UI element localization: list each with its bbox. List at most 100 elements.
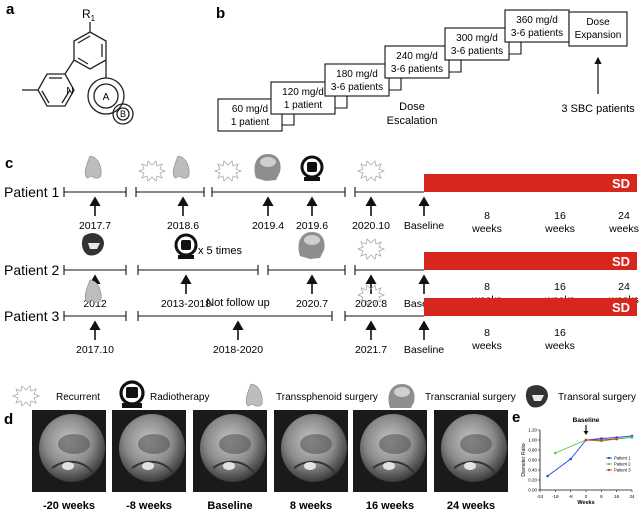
sd-bar-patient-2	[424, 252, 637, 270]
panel-c-label: c	[5, 155, 13, 172]
x-tick-label: -16	[552, 494, 559, 499]
y-axis-label: Diameter Ratio	[521, 443, 527, 477]
legend-radiotherapy: Radiotherapy	[150, 392, 209, 403]
sd-label: SD	[612, 300, 630, 315]
week-number: 16	[554, 210, 566, 222]
week-number: 24	[618, 210, 630, 222]
recurrent-icon	[356, 160, 386, 182]
dose-step-count: 3-6 patients	[511, 28, 563, 39]
week-number: 16	[554, 281, 566, 293]
event-date: 2021.7	[355, 344, 387, 356]
transcranial-surgery-icon	[298, 232, 325, 259]
data-point	[630, 436, 634, 439]
dose-step-count: Expansion	[575, 30, 622, 41]
panel-d-label: d	[4, 411, 13, 428]
baseline-arrowhead	[583, 431, 589, 435]
dose-step-dose: 180 mg/d	[336, 69, 378, 80]
y-tick-label: 0.20	[528, 478, 537, 483]
panel-a-structure: a N R1 A B	[6, 1, 134, 125]
transcranial-surgery-icon	[254, 154, 281, 181]
escalation-label-1: Dose	[399, 101, 425, 113]
dose-step-box	[504, 9, 570, 43]
sd-bar-patient-1	[424, 174, 637, 192]
dose-step-box	[444, 27, 510, 61]
transcranial-surgery-icon	[388, 384, 415, 408]
x-tick-label: 8	[600, 494, 603, 499]
transsphenoid-surgery-icon	[172, 155, 190, 179]
mri-image	[32, 410, 106, 492]
dose-step-count: 1 patient	[231, 117, 270, 128]
radiotherapy-icon	[300, 155, 324, 181]
dose-step-count: 3-6 patients	[391, 64, 443, 75]
event-date: 2020.10	[352, 220, 390, 232]
y-tick-label: 1.00	[528, 438, 537, 443]
baseline-label: Baseline	[404, 220, 444, 232]
sd-label: SD	[612, 176, 630, 191]
panel-a-label: a	[6, 1, 15, 18]
week-number: 8	[484, 281, 490, 293]
week-number: 24	[618, 281, 630, 293]
event-date: 2020.7	[296, 298, 328, 310]
y-tick-label: 0.80	[528, 448, 537, 453]
baseline-label: Baseline	[404, 344, 444, 356]
mri-image	[193, 410, 267, 492]
event-date: 2017.7	[79, 220, 111, 232]
legend-entry: Patient 2	[614, 462, 631, 467]
repeat-count-label: x 5 times	[198, 245, 243, 257]
mri-caption: -8 weeks	[126, 500, 172, 512]
event-date: 2018.6	[167, 220, 199, 232]
transoral-surgery-icon	[81, 233, 104, 256]
mri-caption: 16 weeks	[366, 500, 414, 512]
y-tick-label: 1.20	[528, 428, 537, 433]
recurrent-icon	[213, 160, 243, 182]
transoral-surgery-icon	[525, 385, 548, 408]
radiotherapy-icon	[174, 233, 198, 259]
event-date: 2020.8	[355, 298, 387, 310]
week-unit: weeks	[471, 223, 502, 235]
week-number: 8	[484, 327, 490, 339]
event-date: 2018-2020	[213, 344, 263, 356]
recurrent-icon	[356, 284, 386, 306]
event-date: 2019.4	[252, 220, 284, 232]
event-date: 2017.10	[76, 344, 114, 356]
x-axis-label: Weeks	[577, 500, 594, 506]
legend-marker	[607, 462, 611, 466]
data-point	[569, 457, 572, 461]
legend-marker	[607, 468, 611, 472]
transsphenoid-surgery-icon	[84, 155, 102, 179]
week-number: 8	[484, 210, 490, 222]
y-tick-label: 0.40	[528, 468, 537, 473]
sd-label: SD	[612, 254, 630, 269]
ring-a-label: A	[103, 92, 110, 103]
mri-image	[434, 410, 508, 492]
series-line	[547, 435, 633, 477]
dose-step-dose: Dose	[586, 17, 610, 28]
legend-entry: Patient 3	[614, 468, 631, 473]
recurrent-icon	[11, 385, 41, 407]
data-point	[554, 451, 557, 455]
sd-bar-patient-3	[424, 298, 637, 316]
dose-step-dose: 240 mg/d	[396, 51, 438, 62]
x-tick-label: 24	[629, 494, 635, 499]
nitrogen-label: N	[66, 86, 73, 97]
data-point	[584, 438, 588, 442]
dose-step-count: 3-6 patients	[331, 82, 383, 93]
escalation-label-2: Escalation	[387, 115, 438, 127]
y-tick-label: 0.00	[528, 488, 537, 493]
x-tick-label: -8	[569, 494, 573, 499]
baseline-label: Baseline	[573, 417, 600, 424]
x-tick-label: 16	[614, 494, 620, 499]
panel-c-timelines: c Patient 1 SD 2017.7 2018.6 2019.4 2019…	[4, 154, 639, 408]
dose-step-box	[384, 45, 450, 79]
legend-transoral: Transoral surgery	[558, 392, 636, 403]
legend-transcranial: Transcranial surgery	[425, 392, 516, 403]
data-point	[600, 438, 603, 442]
sbc-patients-label: 3 SBC patients	[561, 103, 635, 115]
mri-caption: 8 weeks	[290, 500, 332, 512]
mri-caption: 24 weeks	[447, 500, 495, 512]
mri-caption: -20 weeks	[43, 500, 95, 512]
dose-step-dose: 60 mg/d	[232, 104, 268, 115]
dose-step-dose: 120 mg/d	[282, 87, 324, 98]
